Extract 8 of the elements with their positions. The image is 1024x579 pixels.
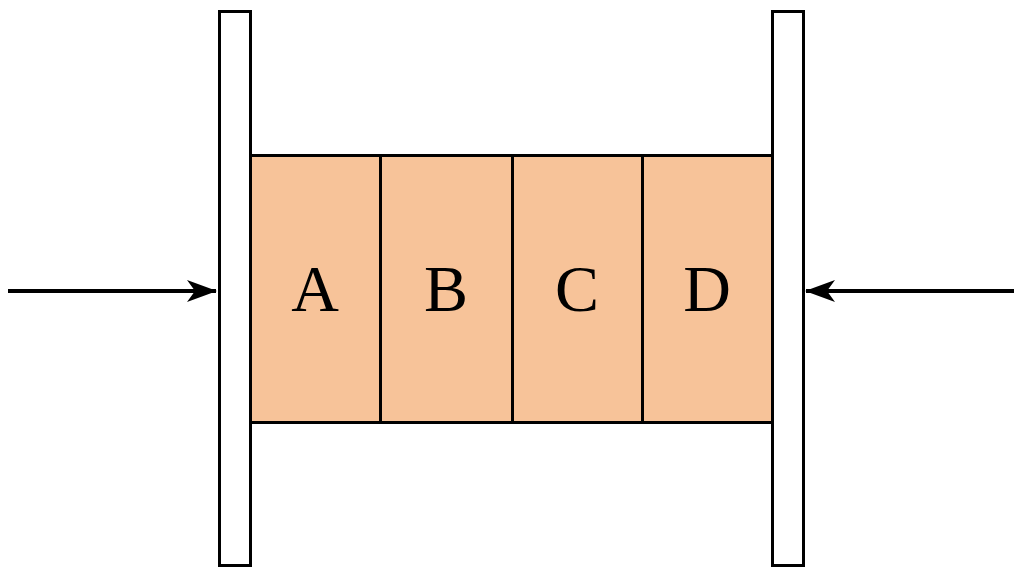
arrow (8, 280, 217, 302)
block-letter: B (424, 256, 468, 322)
plate-bar (217, 10, 252, 567)
plate-bar (770, 10, 805, 567)
arrow (805, 280, 1014, 302)
block-letter: D (683, 256, 731, 322)
block-letter: A (291, 256, 339, 322)
block-letter: C (555, 256, 599, 322)
